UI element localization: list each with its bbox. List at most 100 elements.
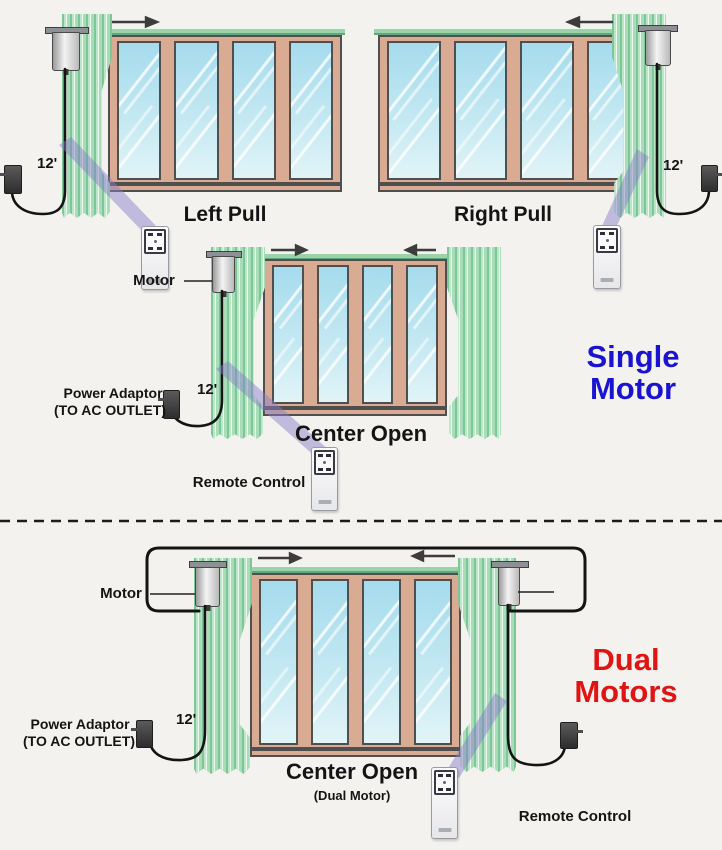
center-dual-motor-left xyxy=(195,567,220,607)
window-pane xyxy=(413,579,452,745)
arrow-right-icon xyxy=(288,551,303,565)
remote-button xyxy=(446,788,451,791)
left-pull-title: Left Pull xyxy=(183,203,267,226)
center-single-window xyxy=(263,259,447,416)
left-pull-rail xyxy=(62,28,345,35)
dual-motors-title-line2: Motors xyxy=(574,674,678,709)
right-pull-window xyxy=(378,35,649,192)
remote-signal-beams xyxy=(59,137,649,778)
remote-button xyxy=(157,233,162,236)
center-single-remote-label: Remote Control xyxy=(192,474,306,491)
remote-dot xyxy=(443,781,446,784)
center-dual-power-adaptor-right xyxy=(560,722,583,749)
remote-button xyxy=(148,233,153,236)
signal-beam xyxy=(216,361,330,459)
signal-beam xyxy=(447,693,507,778)
single-motor-title-line2: Motor xyxy=(589,371,677,406)
window-pane xyxy=(316,265,349,404)
center-single-power-adaptor-note: (TO AC OUTLET) xyxy=(54,402,166,418)
remote-button xyxy=(318,468,323,471)
dual-motors-section-title: Dual Motors xyxy=(574,644,677,708)
window-pane xyxy=(174,41,219,180)
window-pane xyxy=(117,41,162,180)
window-pane xyxy=(362,579,401,745)
remote-dot xyxy=(153,240,157,243)
remote-button xyxy=(318,454,323,457)
right-pull-cable xyxy=(655,62,711,216)
plug-prong xyxy=(158,398,164,401)
center-dual-power-adaptor-label: Power Adaptor xyxy=(30,716,130,732)
plug-prong xyxy=(577,730,583,733)
right-pull-power-adaptor xyxy=(701,165,722,192)
window-pane xyxy=(231,41,276,180)
remote-brand-label xyxy=(318,500,331,504)
right-pull-title: Right Pull xyxy=(454,203,552,226)
center-single-power-adaptor xyxy=(158,390,180,419)
center-dual-power-adaptor-note: (TO AC OUTLET) xyxy=(23,733,135,749)
remote-button-panel xyxy=(434,770,455,795)
window-pane xyxy=(361,265,394,404)
window-pane xyxy=(288,41,333,180)
window-pane xyxy=(453,41,507,180)
single-motor-title-line1: Single xyxy=(586,339,680,374)
arrow-left-icon xyxy=(403,243,418,257)
center-dual-title: Center Open xyxy=(285,759,419,784)
direction-arrows xyxy=(112,15,613,565)
center-dual-power-adaptor-left xyxy=(131,720,153,748)
right-pull-rail xyxy=(374,28,664,35)
plug-prong xyxy=(131,728,137,731)
window-pane xyxy=(406,265,438,404)
center-dual-connecting-loop-cable xyxy=(145,546,587,613)
dual-motors-title-line1: Dual xyxy=(592,642,660,677)
center-dual-window xyxy=(250,573,461,757)
center-dual-cable-right xyxy=(506,603,567,767)
arrow-left-icon xyxy=(410,549,425,563)
left-pull-cable xyxy=(10,67,67,216)
arrow-right-icon xyxy=(294,243,309,257)
remote-button xyxy=(148,247,153,250)
center-single-title: Center Open xyxy=(294,421,428,446)
center-single-motor xyxy=(212,256,235,293)
signal-beam xyxy=(602,149,649,232)
remote-brand-label xyxy=(600,278,614,282)
window-pane xyxy=(520,41,574,180)
window-pane xyxy=(387,41,441,180)
remote-button xyxy=(157,247,162,250)
center-dual-distance-label: 12' xyxy=(176,711,197,728)
remote-button xyxy=(438,774,443,777)
right-pull-distance-label: 12' xyxy=(663,157,684,174)
center-dual-subtitle: (Dual Motor) xyxy=(313,788,391,803)
remote-button xyxy=(446,774,451,777)
single-motor-section-title: Single Motor xyxy=(586,341,679,405)
right-pull-motor xyxy=(645,30,671,66)
arrow-left-icon xyxy=(564,15,581,29)
remote-button xyxy=(600,232,605,235)
center-dual-cable-left xyxy=(148,604,207,762)
window-pane xyxy=(259,579,298,745)
remote-brand-label xyxy=(438,828,451,832)
left-pull-remote-control xyxy=(141,226,169,290)
center-single-rail xyxy=(216,253,501,260)
center-single-remote-control xyxy=(311,447,338,511)
center-single-power-adaptor-label: Power Adaptor xyxy=(63,385,163,401)
label-pointer-lines xyxy=(150,280,554,595)
center-dual-rail xyxy=(198,566,520,573)
center-dual-motor-label: Motor xyxy=(100,585,142,602)
remote-dot xyxy=(323,461,326,464)
remote-button-panel xyxy=(144,229,166,254)
remote-button xyxy=(609,246,614,249)
arrow-right-icon xyxy=(144,15,161,29)
left-pull-power-adaptor xyxy=(0,165,22,194)
remote-dot xyxy=(605,239,609,242)
center-dual-remote-label: Remote Control xyxy=(518,808,632,825)
left-pull-window xyxy=(108,35,342,192)
plug-prong xyxy=(0,173,5,176)
remote-button xyxy=(600,246,605,249)
right-pull-remote-control xyxy=(593,225,621,289)
remote-button xyxy=(609,232,614,235)
left-pull-distance-label: 12' xyxy=(37,155,58,172)
remote-brand-label xyxy=(148,279,162,283)
remote-button-panel xyxy=(314,450,335,475)
